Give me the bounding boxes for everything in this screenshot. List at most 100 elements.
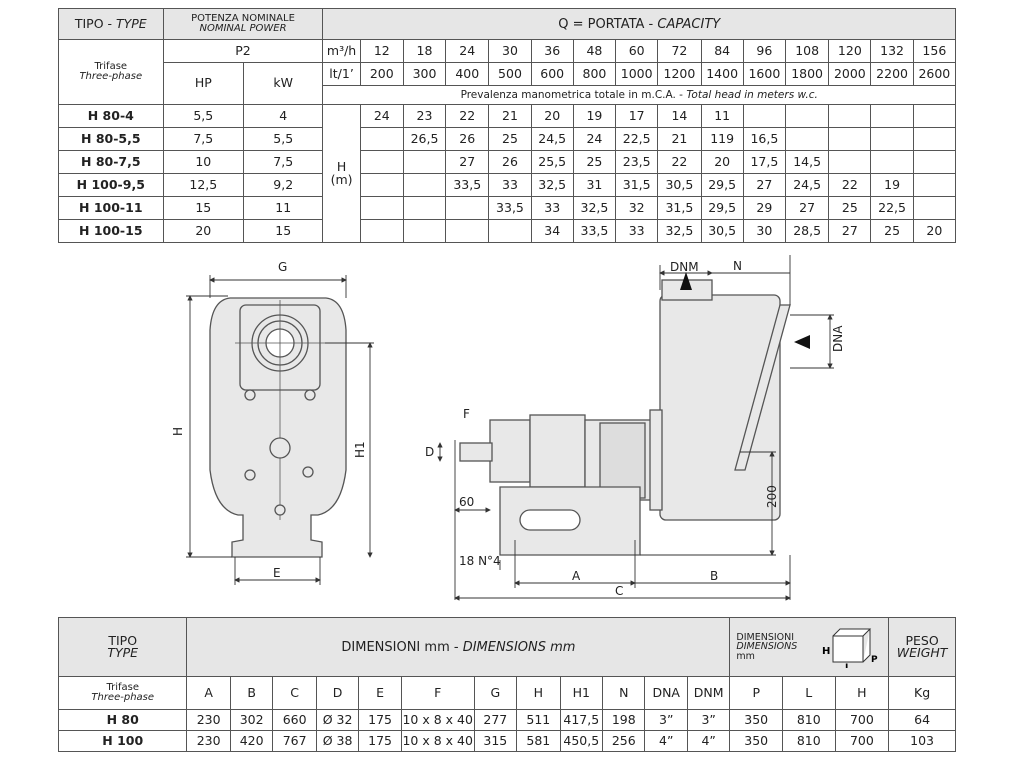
flow-cell: 108 [784,39,830,63]
head-cell: 119 [700,127,744,151]
side-view [459,279,791,556]
dims-cell: 450,5 [559,730,604,752]
flow-cell: 1800 [784,62,830,86]
dims-cell: 350 [729,709,783,731]
dim-n: N [733,259,742,273]
dim-b: B [710,569,718,583]
dims-cell: 315 [473,730,518,752]
head-cell: 30 [742,219,787,243]
kw-cell: 5,5 [243,127,324,151]
hp-cell: 5,5 [162,104,245,128]
capacity-header: Q = PORTATA - CAPACITY [322,8,956,40]
hp-cell: 7,5 [162,127,245,151]
dims-col-header: N [602,676,646,710]
hp-cell: 12,5 [162,173,245,197]
head-cell [402,196,447,220]
dims-cell: 256 [602,730,646,752]
head-cell [870,127,914,151]
dims-cell: 3” [644,709,688,731]
kw-cell: 4 [243,104,324,128]
dims-cell: 810 [782,730,836,752]
dims-cell: Ø 32 [315,709,360,731]
dims-cell: 511 [516,709,561,731]
head-cell [402,219,447,243]
dim-h1: H1 [353,441,367,458]
head-cell [359,219,404,243]
dim-a: A [572,569,581,583]
dims-cell: 198 [602,709,646,731]
hp-label: HP [162,62,245,105]
dims-cell: 64 [888,709,956,731]
dim-dna: DNA [831,325,845,352]
head-cell: 22,5 [870,196,914,220]
dims-col-header: P [729,676,783,710]
box-h: H [822,646,830,657]
dims-cell: 810 [782,709,836,731]
head-unit-label: H(m) [322,104,361,243]
head-cell: 11 [700,104,744,128]
dims-cell: 3” [686,709,731,731]
dims-cell: 175 [358,730,402,752]
head-cell: 29,5 [700,173,744,197]
dim-d: D [425,445,434,459]
dims-cell: 700 [834,709,890,731]
dims-col-header: DNA [644,676,688,710]
dims-cell: 10 x 8 x 40 [400,709,475,731]
head-cell: 26,5 [402,127,447,151]
head-cell: 25 [870,219,914,243]
flow-cell: 120 [828,39,872,63]
dim-c: C [615,584,623,598]
head-cell: 29 [742,196,787,220]
head-cell: 32 [615,196,659,220]
dims-col-header: E [358,676,402,710]
head-cell: 22 [657,150,702,174]
head-cell [828,150,872,174]
head-cell [445,219,490,243]
dim-200: 200 [765,485,779,508]
flow-cell: 800 [572,62,617,86]
dims-cell: 103 [888,730,956,752]
head-cell: 24,5 [784,173,830,197]
flow-cell: 156 [912,39,957,63]
dims-cell: 417,5 [559,709,604,731]
box-l: L [845,663,851,668]
flow-cell: 24 [445,39,490,63]
model-cell: H 80 [57,709,188,731]
head-cell [784,127,830,151]
dims-cell: 4” [644,730,688,752]
flow-cell: 18 [402,39,447,63]
flow-cell: 500 [488,62,532,86]
head-cell: 30,5 [700,219,744,243]
flow-cell: 300 [402,62,447,86]
head-cell [912,150,957,174]
head-cell: 20 [700,150,744,174]
dim-h: H [171,427,185,436]
head-cell: 20 [912,219,957,243]
head-cell: 34 [530,219,574,243]
dims-col-header: H1 [559,676,604,710]
type-header: TIPO - TYPE [58,8,164,40]
dims-col-header: Kg [888,676,956,710]
flow-cell: 96 [742,39,787,63]
head-cell [912,104,957,128]
dims-cell: 230 [186,730,231,752]
head-cell: 20 [530,104,574,128]
dim-60: 60 [459,495,474,509]
head-cell: 25,5 [530,150,574,174]
dims-col-header: H [516,676,561,710]
dims-col-header: C [272,676,317,710]
dims-col-header: H [834,676,890,710]
dims-cell: 277 [473,709,518,731]
dims-cell: 10 x 8 x 40 [400,730,475,752]
dim-dnm: DNM [670,260,699,274]
head-cell [742,104,787,128]
dims-cell: 767 [272,730,317,752]
